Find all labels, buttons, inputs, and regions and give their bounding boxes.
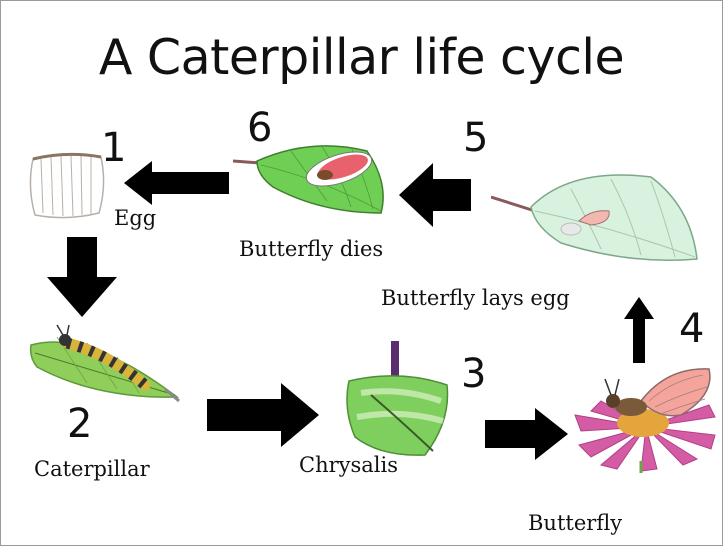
arrow-right-to-butterfly: [485, 408, 568, 460]
stage-2-label: Caterpillar: [34, 457, 150, 481]
chrysalis-leaf-drawing: [341, 341, 453, 459]
egg-on-leaf-drawing: [491, 167, 701, 267]
stage-6-label: Butterfly dies: [239, 237, 383, 261]
egg-drawing: [27, 149, 107, 221]
caterpillar-on-leaf-drawing: [27, 323, 185, 403]
stage-3-label: Chrysalis: [299, 453, 398, 477]
arrow-up-to-lays-egg: [624, 297, 654, 363]
arrow-left-to-egg: [124, 161, 229, 205]
stage-5-label: Butterfly lays egg: [381, 286, 570, 310]
stage-1-label: Egg: [114, 206, 156, 230]
stage-6-number: 6: [247, 105, 272, 151]
stage-5-number: 5: [463, 115, 488, 161]
butterfly-on-flower-drawing: [571, 361, 721, 473]
arrow-left-to-dies: [399, 163, 471, 227]
stage-3-number: 3: [461, 351, 486, 397]
arrow-down-to-caterpillar: [47, 237, 117, 317]
stage-2-number: 2: [67, 401, 92, 447]
page-title: A Caterpillar life cycle: [1, 29, 722, 86]
stage-4-number: 4: [679, 306, 704, 352]
arrow-right-to-chrysalis: [207, 383, 319, 447]
stage-4-label: Butterfly: [528, 511, 622, 535]
